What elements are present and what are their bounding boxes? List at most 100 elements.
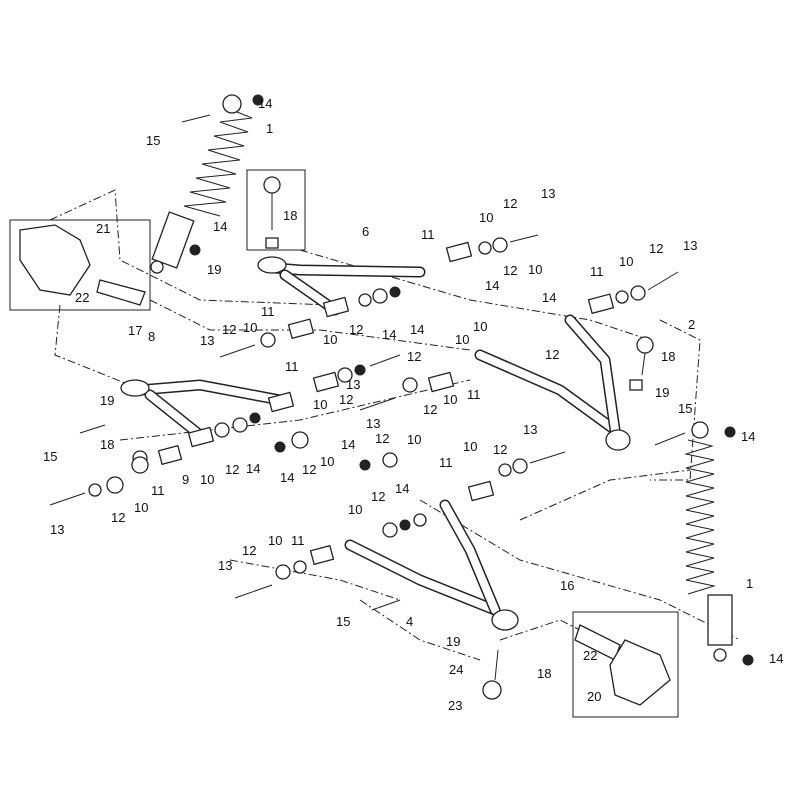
part-label: 13	[218, 558, 232, 573]
part-label: 18	[661, 349, 675, 364]
part-label: 2	[688, 317, 695, 332]
part-label: 12	[545, 347, 559, 362]
part-label: 18	[283, 208, 297, 223]
part-label: 10	[268, 533, 282, 548]
part-label: 10	[528, 262, 542, 277]
part-label: 17	[128, 323, 142, 338]
ball-joint-box-upper	[246, 169, 306, 251]
part-label: 13	[683, 238, 697, 253]
part-label: 19	[100, 393, 114, 408]
part-label: 1	[266, 121, 273, 136]
part-label: 18	[100, 437, 114, 452]
part-label: 9	[182, 472, 189, 487]
part-label: 10	[243, 320, 257, 335]
part-label: 8	[148, 329, 155, 344]
part-label: 15	[678, 401, 692, 416]
part-label: 12	[493, 442, 507, 457]
lower-arm-right	[344, 499, 519, 631]
part-label: 21	[96, 221, 110, 236]
part-label: 12	[222, 322, 236, 337]
part-label: 12	[371, 489, 385, 504]
part-label: 10	[323, 332, 337, 347]
part-label: 14	[395, 481, 409, 496]
part-label: 12	[407, 349, 421, 364]
part-label: 14	[280, 470, 294, 485]
knuckle-detail-box-left	[9, 219, 151, 311]
upper-arm-right	[474, 314, 631, 451]
part-label: 22	[583, 648, 597, 663]
part-label: 10	[348, 502, 362, 517]
part-label: 14	[382, 327, 396, 342]
part-label: 13	[200, 333, 214, 348]
part-label: 14	[258, 96, 272, 111]
part-label: 13	[366, 416, 380, 431]
knuckle-detail-box-right	[572, 611, 679, 718]
part-label: 19	[207, 262, 221, 277]
part-label: 10	[443, 392, 457, 407]
part-label: 10	[473, 319, 487, 334]
part-label: 14	[410, 322, 424, 337]
part-label: 12	[225, 462, 239, 477]
part-label: 10	[134, 500, 148, 515]
part-label: 13	[523, 422, 537, 437]
part-label: 12	[503, 196, 517, 211]
part-labels: 14 15 1 14 18 19 6 21 22 17 13 12 10 11 …	[43, 96, 783, 713]
part-label: 24	[449, 662, 463, 677]
part-label: 10	[200, 472, 214, 487]
part-label: 14	[246, 461, 260, 476]
part-label: 11	[590, 264, 604, 279]
part-label: 1	[746, 576, 753, 591]
part-label: 10	[619, 254, 633, 269]
part-label: 12	[503, 263, 517, 278]
part-label: 4	[406, 614, 413, 629]
part-label: 19	[446, 634, 460, 649]
part-label: 14	[485, 278, 499, 293]
part-label: 19	[655, 385, 669, 400]
part-label: 10	[463, 439, 477, 454]
part-label: 10	[479, 210, 493, 225]
part-label: 13	[541, 186, 555, 201]
part-label: 10	[407, 432, 421, 447]
part-label: 15	[43, 449, 57, 464]
guide-lines	[49, 189, 741, 661]
part-label: 11	[439, 455, 453, 470]
part-label: 13	[346, 377, 360, 392]
part-label: 10	[320, 454, 334, 469]
part-label: 11	[291, 533, 305, 548]
part-label: 13	[50, 522, 64, 537]
upper-arm-left	[257, 256, 426, 316]
part-label: 6	[362, 224, 369, 239]
part-label: 11	[261, 304, 275, 319]
hardware	[19, 94, 754, 706]
part-label: 18	[537, 666, 551, 681]
part-label: 12	[242, 543, 256, 558]
part-label: 15	[146, 133, 160, 148]
part-label: 14	[769, 651, 783, 666]
part-label: 16	[560, 578, 574, 593]
part-label: 10	[455, 332, 469, 347]
part-label: 11	[285, 359, 299, 374]
part-label: 11	[467, 387, 481, 402]
part-label: 11	[421, 227, 435, 242]
part-label: 14	[341, 437, 355, 452]
part-label: 12	[375, 431, 389, 446]
part-label: 22	[75, 290, 89, 305]
part-label: 10	[313, 397, 327, 412]
lower-arm-left	[120, 379, 286, 441]
part-label: 12	[649, 241, 663, 256]
part-label: 14	[741, 429, 755, 444]
part-label: 11	[151, 483, 165, 498]
part-label: 20	[587, 689, 601, 704]
part-label: 12	[423, 402, 437, 417]
part-label: 12	[339, 392, 353, 407]
part-label: 15	[336, 614, 350, 629]
part-label: 12	[349, 322, 363, 337]
part-label: 14	[213, 219, 227, 234]
shock-absorber-left	[150, 94, 253, 274]
part-label: 14	[542, 290, 556, 305]
shock-absorber-right	[684, 421, 733, 662]
part-label: 12	[302, 462, 316, 477]
part-label: 12	[111, 510, 125, 525]
